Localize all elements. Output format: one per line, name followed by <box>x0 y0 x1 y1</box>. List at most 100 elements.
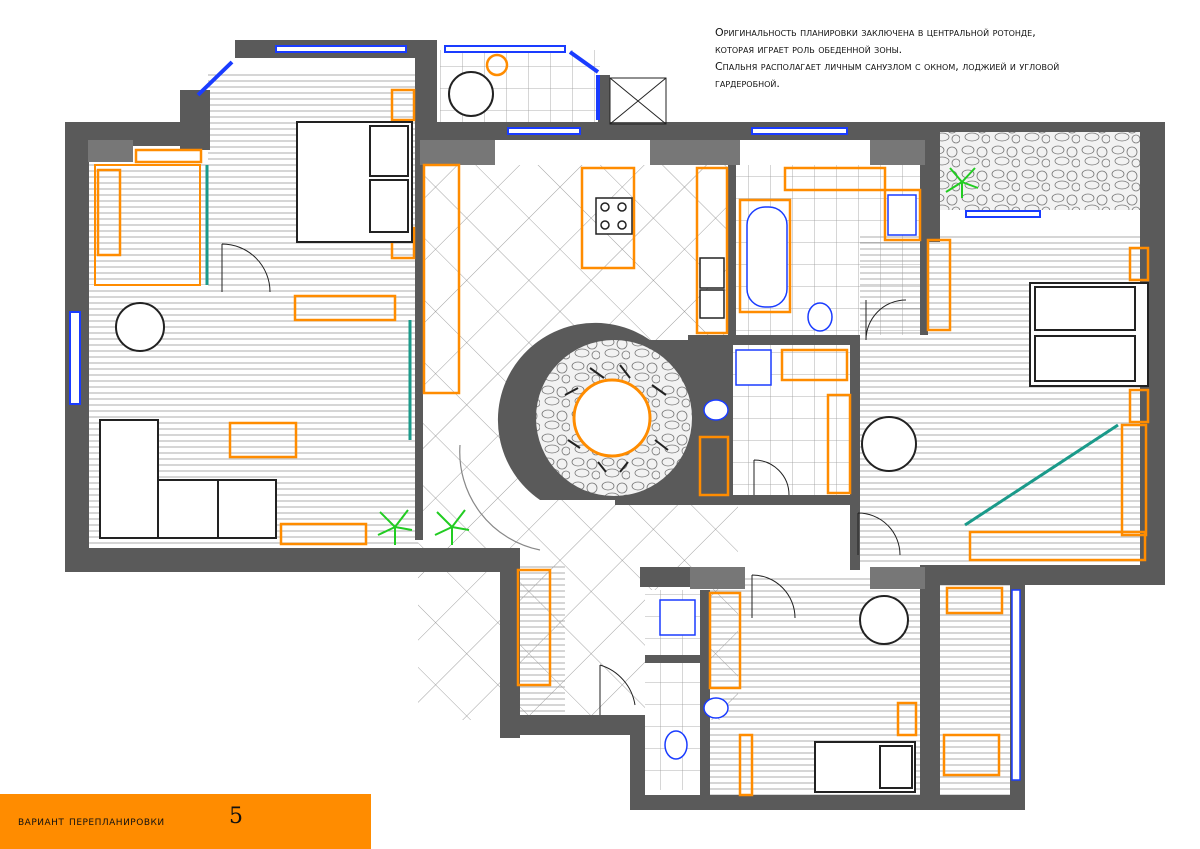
toilet <box>664 730 688 760</box>
balcony-frame <box>609 77 667 125</box>
window <box>196 60 234 97</box>
wall <box>700 590 710 795</box>
balcony-frame <box>609 77 667 125</box>
window <box>69 311 81 405</box>
dining-chairs <box>564 364 669 473</box>
shower <box>659 599 696 636</box>
wall <box>418 122 938 140</box>
kid-room-floor <box>88 160 208 285</box>
rotunda-curve <box>459 444 541 551</box>
nightstand <box>1128 246 1150 282</box>
door <box>865 299 907 341</box>
sofa-corner <box>99 419 159 539</box>
window <box>568 50 600 74</box>
entry-wardrobe <box>516 568 552 687</box>
plant <box>945 167 979 198</box>
wall <box>920 565 1165 585</box>
loggia-shelf <box>945 586 1004 615</box>
wall <box>728 160 736 335</box>
door <box>599 664 636 715</box>
wall <box>920 575 940 795</box>
chair <box>651 384 667 396</box>
chair <box>654 439 669 451</box>
wall <box>615 495 860 505</box>
wall <box>500 715 635 735</box>
window <box>444 45 566 53</box>
bedroom-shelf <box>926 238 952 332</box>
window <box>1011 589 1021 781</box>
kitchen-floor <box>460 165 700 335</box>
balcony <box>609 77 667 125</box>
armchair <box>448 71 494 117</box>
lamp <box>485 53 509 77</box>
windows <box>69 45 1041 781</box>
variant-number: 5 <box>229 804 243 829</box>
column <box>650 140 740 165</box>
chair <box>597 461 607 473</box>
chair <box>589 367 605 379</box>
description-line: которая играет роль обеденной зоны. <box>715 43 903 56</box>
column <box>870 567 925 589</box>
wall <box>415 140 423 540</box>
fixtures <box>659 194 917 760</box>
furniture <box>94 53 1150 797</box>
bathroom-counter <box>783 166 887 192</box>
tv-stand <box>293 294 397 322</box>
chair <box>619 461 629 473</box>
column <box>870 140 925 165</box>
columns <box>88 140 925 589</box>
doors <box>221 243 907 715</box>
burner <box>617 220 627 230</box>
wc-wardrobe <box>780 348 849 382</box>
chair <box>619 364 631 379</box>
plants <box>377 167 979 545</box>
door <box>753 459 790 496</box>
wall <box>640 567 700 587</box>
door <box>221 243 271 293</box>
sofa-seat <box>217 479 277 539</box>
variant-banner: вариант перепланировки 5 <box>0 794 371 849</box>
wall <box>65 548 500 572</box>
burner <box>600 202 610 212</box>
wc-closet <box>698 435 730 497</box>
wall <box>598 75 610 135</box>
kitchen-island <box>580 166 636 270</box>
door <box>751 574 796 619</box>
corner-wardrobe <box>968 530 1147 562</box>
column <box>420 140 495 165</box>
plan-description: Оригинальность планировки заключена в це… <box>715 24 1155 92</box>
kitchen-counter <box>695 166 729 335</box>
column <box>88 140 133 162</box>
beds <box>296 121 1149 793</box>
entry-closet-floor <box>515 565 565 720</box>
corner-wardrobe-side <box>1120 423 1148 537</box>
cooktop <box>595 197 633 235</box>
description-line: Спальня располагает личным санузлом с ок… <box>715 60 1060 73</box>
glass-partitions <box>205 165 1119 527</box>
bedroom2-wardrobe <box>708 591 742 690</box>
burner <box>600 220 610 230</box>
floor-areas <box>88 50 1150 795</box>
wall <box>500 548 520 738</box>
plant <box>434 509 470 545</box>
chair <box>564 387 579 396</box>
shelf <box>134 148 203 164</box>
wall <box>645 655 700 663</box>
loggia-right-floor <box>940 130 1140 210</box>
window <box>965 210 1041 218</box>
sofa <box>99 419 277 539</box>
wardrobe-left <box>96 168 122 257</box>
kitchen-appliances <box>595 197 725 319</box>
wc-cabinet <box>826 393 852 495</box>
description-line: гардеробной. <box>715 77 780 90</box>
wall <box>415 40 437 140</box>
pillow <box>1034 286 1136 331</box>
pillow <box>369 179 409 233</box>
window <box>507 127 581 135</box>
nightstand <box>1128 388 1150 424</box>
door <box>857 512 901 556</box>
bathtub-frame <box>738 198 792 314</box>
armchair <box>115 302 165 352</box>
chair <box>567 439 581 449</box>
